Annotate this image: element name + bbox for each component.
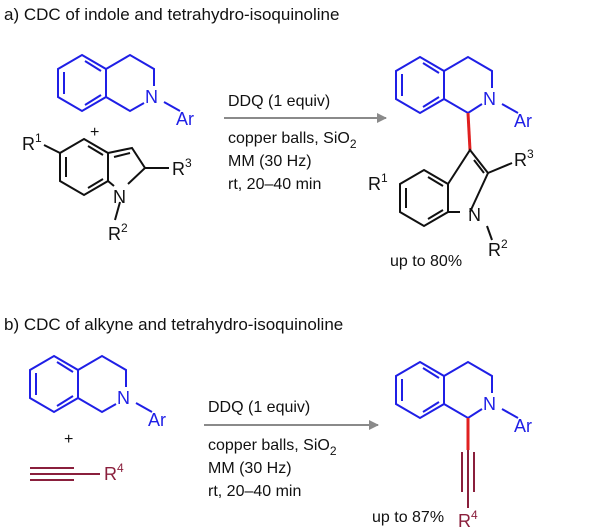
condition-media-b: copper balls, SiO2 [208,437,337,458]
section-a-title: a) CDC of indole and tetrahydro-isoquino… [4,5,339,24]
ar-label: Ar [176,109,194,129]
n-label: N [145,87,158,107]
condition-reagent: DDQ (1 equiv) [228,93,330,110]
r4-label: R4 [104,461,124,484]
r1-label: R1 [22,131,42,154]
alkyne-reactant [30,467,100,481]
n-label-b: N [117,388,130,408]
product-a-indole [399,148,513,241]
r2-label: R2 [108,221,128,244]
product-a-r3-label: R3 [514,147,534,170]
tetrahydroisoquinoline-reactant-a [57,53,181,113]
r3-label: R3 [172,156,192,179]
ar-label-b: Ar [148,410,166,430]
product-b-alkyne [461,450,475,508]
section-b-title: b) CDC of alkyne and tetrahydro-isoquino… [4,315,343,334]
product-a-isoquinoline [395,55,519,115]
condition-time: rt, 20–40 min [228,176,321,193]
plus-sign: + [90,124,99,141]
product-a-n-indole-label: N [468,205,481,225]
product-a-r2-label: R2 [488,237,508,260]
product-b-isoquinoline [395,360,519,420]
yield-a: up to 80% [390,253,462,270]
new-bond-a [466,112,472,151]
plus-sign-b: + [64,431,73,448]
product-b-n-label: N [483,394,496,414]
section-b: b) CDC of alkyne and tetrahydro-isoquino… [4,315,532,531]
condition-reagent-b: DDQ (1 equiv) [208,399,310,416]
product-a-n-label: N [483,89,496,109]
product-b-r4-label: R4 [458,508,478,531]
product-b-ar-label: Ar [514,416,532,436]
product-a-r1-label: R1 [368,171,388,194]
n-indole-label: N [113,187,126,207]
condition-frequency: MM (30 Hz) [228,153,312,170]
condition-time-b: rt, 20–40 min [208,483,301,500]
condition-media: copper balls, SiO2 [228,130,357,151]
tetrahydroisoquinoline-reactant-b [29,354,153,414]
section-a: a) CDC of indole and tetrahydro-isoquino… [4,5,534,270]
condition-frequency-b: MM (30 Hz) [208,460,292,477]
indole-reactant [43,137,169,221]
product-a-ar-label: Ar [514,111,532,131]
yield-b: up to 87% [372,509,444,526]
